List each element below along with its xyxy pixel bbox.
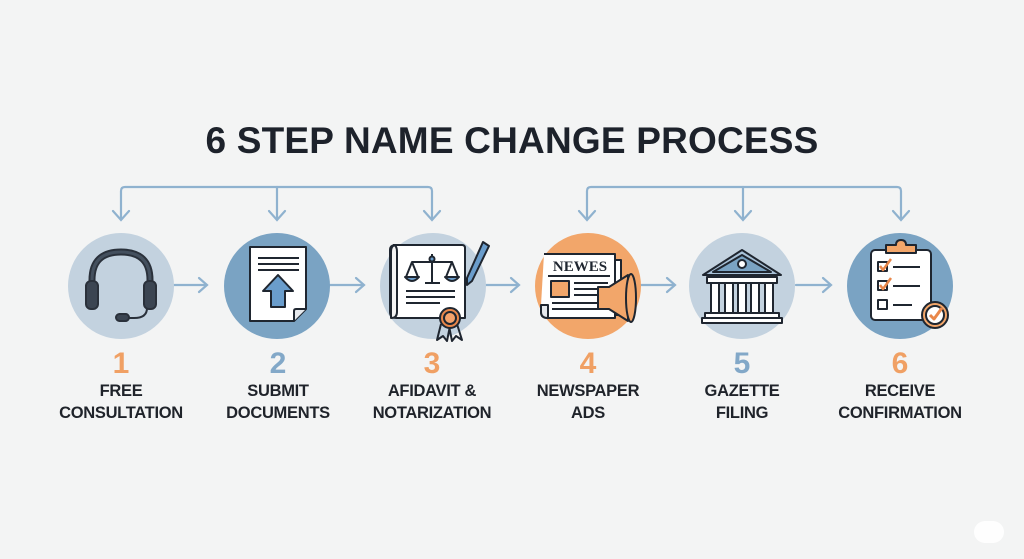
- step-number: 3: [423, 347, 441, 380]
- step-title-line1: AFIDAVIT &: [387, 382, 477, 400]
- checklist-clipboard-icon: [870, 239, 949, 329]
- step-title-line1: SUBMIT: [247, 382, 309, 400]
- step-6-label: 6 RECEIVE CONFIRMATION: [820, 348, 980, 424]
- step-3-icon-circle: [380, 233, 490, 342]
- step-1-label: 1 FREE CONSULTATION: [41, 348, 201, 424]
- step-title-line2: NOTARIZATION: [372, 404, 492, 422]
- legal-document-scales-icon: [389, 241, 490, 342]
- headset-icon: [85, 248, 157, 322]
- bracket-connector-right: [577, 185, 911, 222]
- step-title-line1: RECEIVE: [864, 382, 936, 400]
- step-title-line2: CONFIRMATION: [838, 404, 962, 422]
- step-6-icon-circle: [847, 233, 953, 339]
- page-title: 6 STEP NAME CHANGE PROCESS: [205, 120, 819, 161]
- bracket-connector-left: [111, 185, 442, 222]
- flow-arrows: [172, 276, 833, 294]
- step-title-line1: FREE: [99, 382, 143, 400]
- step-3-label: 3 AFIDAVIT & NOTARIZATION: [352, 348, 512, 424]
- step-number: 1: [112, 347, 130, 380]
- step-5-icon-circle: [689, 233, 795, 339]
- newspaper-megaphone-icon: NEWES: [540, 253, 637, 323]
- step-title-line1: NEWSPAPER: [536, 382, 640, 400]
- step-title-line2: FILING: [715, 404, 769, 422]
- document-upload-icon: [249, 246, 307, 322]
- step-2-label: 2 SUBMIT DOCUMENTS: [198, 348, 358, 424]
- step-2-icon-circle: [224, 233, 330, 339]
- step-number: 4: [579, 347, 597, 380]
- step-title-line2: ADS: [571, 404, 605, 422]
- step-5-label: 5 GAZETTE FILING: [662, 348, 822, 424]
- newspaper-headline: NEWES: [553, 259, 607, 275]
- step-title-line2: CONSULTATION: [59, 404, 183, 422]
- step-1-icon-circle: [68, 233, 174, 339]
- step-number: 5: [733, 347, 751, 380]
- step-4-icon-circle: NEWES: [535, 233, 641, 339]
- government-building-icon: [701, 249, 783, 324]
- step-number: 2: [269, 347, 287, 380]
- step-number: 6: [891, 347, 909, 380]
- step-title-line2: DOCUMENTS: [226, 404, 330, 422]
- step-title-line1: GAZETTE: [704, 382, 780, 400]
- watermark-badge: [974, 521, 1004, 543]
- step-4-label: 4 NEWSPAPER ADS: [508, 348, 668, 424]
